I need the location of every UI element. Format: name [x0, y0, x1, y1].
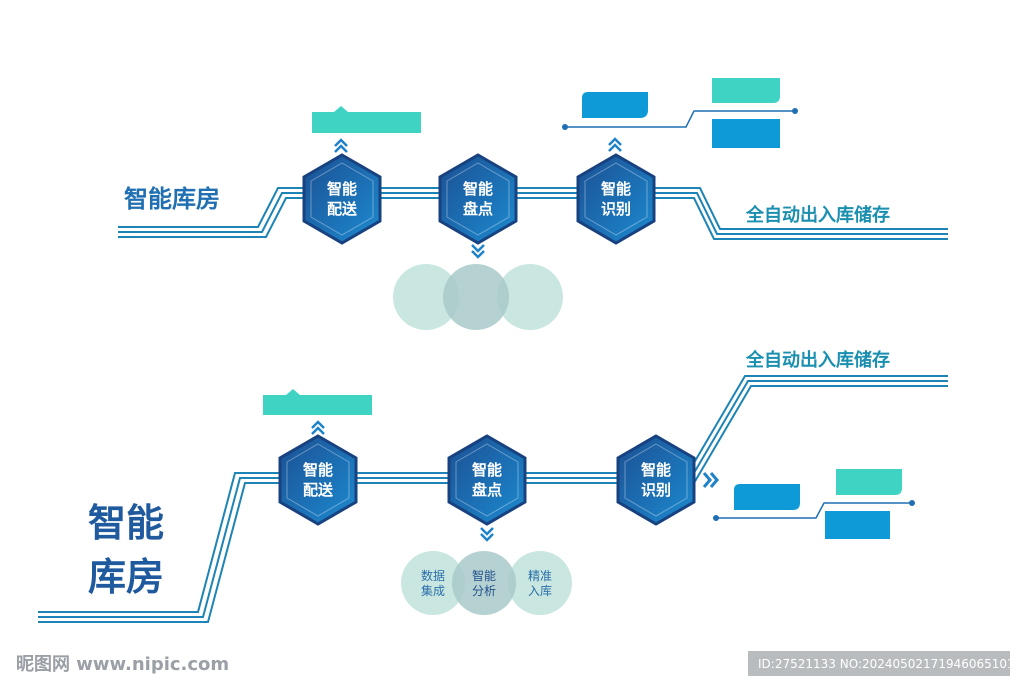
label-bar-1 [312, 106, 421, 133]
watermark: 昵图网 www.nipic.com ID:27521133 NO:2024050… [16, 651, 1015, 676]
node-label-line1: 智能 [472, 461, 502, 479]
node-label-line2: 配送 [303, 481, 334, 499]
diagram2-title-line2: 库房 [88, 555, 164, 599]
node-2-smart-inventory: 智能 盘点 [447, 434, 527, 526]
tab-cluster-2 [713, 469, 915, 539]
circle-label: 数据 [421, 568, 445, 583]
watermark-right-box [748, 651, 1010, 676]
chevron-up-icon [311, 420, 325, 435]
tab-cluster-1 [562, 78, 798, 148]
label-bar-2 [263, 389, 372, 415]
diagram2-title-line1: 智能 [88, 501, 164, 545]
node-1-smart-delivery: 智能 配送 [278, 434, 358, 526]
diagram-1: 智能库房 全自动出入库储存 [118, 78, 948, 330]
node-label-line1: 智能 [463, 180, 493, 198]
circle-label: 精准 [528, 569, 552, 583]
watermark-left: 昵图网 www.nipic.com [16, 654, 229, 675]
node-label-line1: 智能 [327, 180, 357, 198]
watermark-right: ID:27521133 NO:20240502171946065101 [758, 657, 1015, 671]
node-3-smart-recognition: 智能 识别 [576, 153, 656, 245]
chevron-down-icon [471, 244, 485, 259]
node-label-line2: 配送 [327, 200, 358, 218]
node-label-line2: 识别 [641, 481, 671, 499]
venn-circles-2: 数据 集成 智能 分析 精准 入库 [401, 551, 572, 615]
circle-label: 分析 [472, 584, 496, 598]
node-2-smart-inventory: 智能 盘点 [438, 153, 518, 245]
node-3-smart-recognition: 智能 识别 [616, 434, 696, 526]
circle-label: 智能 [472, 568, 496, 583]
chevron-down-icon [480, 527, 494, 542]
circle-label: 集成 [421, 583, 445, 598]
diagram1-title: 智能库房 [124, 185, 220, 213]
venn-circles-1 [393, 264, 563, 330]
diagram2-tagline: 全自动出入库储存 [745, 349, 890, 371]
node-label-line2: 盘点 [463, 200, 493, 218]
chevron-right-icon [702, 472, 719, 488]
node-label-line2: 盘点 [472, 481, 502, 499]
chevron-up-icon [334, 138, 348, 153]
diagram1-tagline: 全自动出入库储存 [745, 204, 890, 226]
node-label-line1: 智能 [303, 461, 333, 479]
chevron-up-icon [608, 137, 622, 152]
node-label-line2: 识别 [601, 200, 631, 218]
diagram-2: 智能 库房 全自动出入库储存 数据 集成 智能 分析 精准 入库 [38, 349, 948, 623]
node-label-line1: 智能 [641, 461, 671, 479]
node-1-smart-delivery: 智能 配送 [302, 153, 382, 245]
circle-label: 入库 [528, 583, 552, 598]
node-label-line1: 智能 [601, 180, 631, 198]
